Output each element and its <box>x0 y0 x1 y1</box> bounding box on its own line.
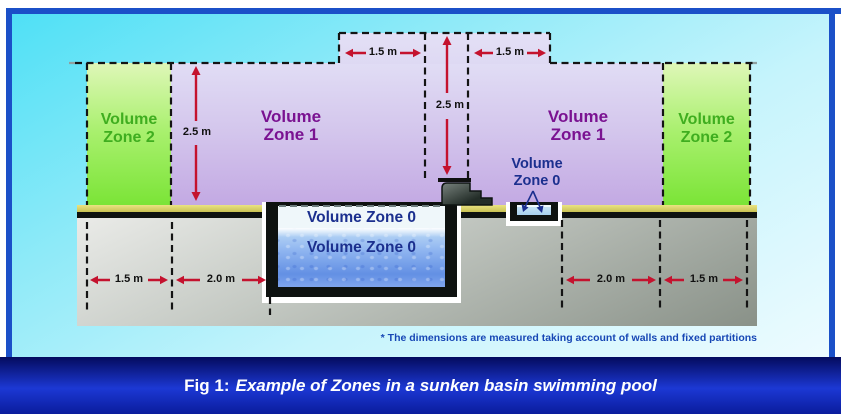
zone2-right-label-line1: Volume <box>678 111 735 128</box>
zone1-right-label-line1: Volume <box>547 107 609 126</box>
frame-border-top <box>6 8 841 14</box>
dimension-bottom-left-inner: 2.0 m <box>206 273 236 285</box>
zone1-left-label-line1: Volume <box>260 107 322 126</box>
zone2-right-label: Volume Zone 2 <box>663 111 750 147</box>
footbath-water <box>517 205 551 215</box>
caption-fig-label: Fig 1: <box>184 375 230 395</box>
zone1-right-label-line2: Zone 1 <box>550 125 606 144</box>
footnote: * The dimensions are measured taking acc… <box>380 332 757 344</box>
dimension-top-left: 1.5 m <box>368 46 398 58</box>
caption-bar: Fig 1: Example of Zones in a sunken basi… <box>0 357 841 414</box>
dimension-bottom-right-inner: 2.0 m <box>596 273 626 285</box>
dimension-bottom-right-outer: 1.5 m <box>689 273 719 285</box>
dimension-center-height: 2.5 m <box>435 99 465 111</box>
dimension-top-right: 1.5 m <box>495 46 525 58</box>
zone0-footbath-label-line2: Zone 0 <box>513 173 561 189</box>
zone2-left-label-line1: Volume <box>100 111 158 128</box>
zone1-left-label-line2: Zone 1 <box>263 125 319 144</box>
caption-text: Example of Zones in a sunken basin swimm… <box>235 375 657 395</box>
zone1-right-label: Volume Zone 1 <box>518 108 638 144</box>
zone0-pool-air-label: Volume Zone 0 <box>306 209 417 226</box>
frame-border-right <box>829 8 835 357</box>
frame-border-left <box>6 8 12 357</box>
zone2-left-label-line2: Zone 2 <box>103 129 155 146</box>
zone0-footbath-label-line1: Volume <box>511 156 563 172</box>
zone1-left-label: Volume Zone 1 <box>231 108 351 144</box>
dimension-left-height: 2.5 m <box>182 126 212 138</box>
dimension-bottom-left-outer: 1.5 m <box>114 273 144 285</box>
zone2-right-label-line2: Zone 2 <box>680 129 733 146</box>
zone0-pool-water-label: Volume Zone 0 <box>306 239 417 256</box>
zone2-left-label: Volume Zone 2 <box>87 111 171 147</box>
zone0-footbath-label: Volume Zone 0 <box>505 156 569 190</box>
pool-water <box>278 228 445 287</box>
